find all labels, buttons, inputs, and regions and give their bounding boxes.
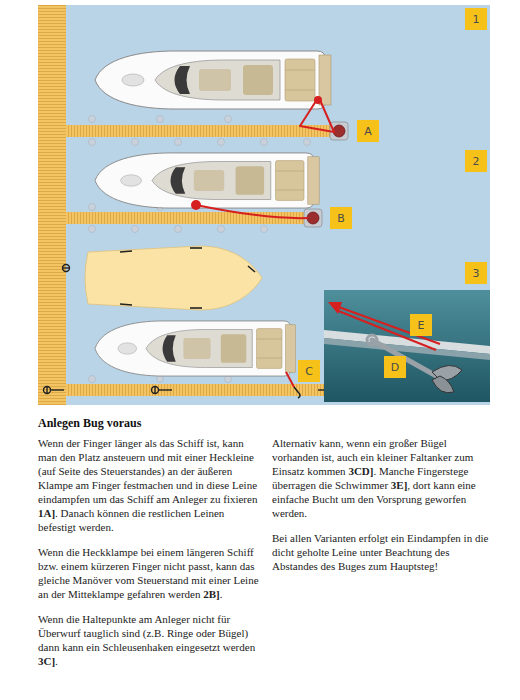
- main-dock: [38, 5, 66, 405]
- fender-marks: [120, 248, 255, 308]
- body-paragraph: Alternativ kann, wenn ein großer Bügel v…: [272, 436, 490, 520]
- motor-yacht: [95, 153, 319, 208]
- photo-inset: [324, 290, 490, 402]
- callout-letter: D: [391, 362, 399, 373]
- water: [38, 5, 490, 405]
- figure-reference: 1A]: [38, 507, 55, 519]
- text-column: Wenn der Finger länger als das Schiff is…: [38, 436, 260, 679]
- callout-letter: C: [305, 366, 313, 377]
- body-paragraph: Wenn die Haltepunkte am Anleger nicht fü…: [38, 612, 260, 668]
- callout-box: 3: [465, 262, 487, 284]
- motor-yacht: [95, 51, 331, 109]
- folding-anchor: [367, 335, 462, 393]
- body-paragraph: Wenn die Heckklampe bei einem längeren S…: [38, 545, 260, 601]
- cleat-pile: [333, 125, 345, 137]
- figure-reference: 2B]: [203, 588, 220, 600]
- callout-box: C: [298, 360, 320, 382]
- callout-box: 1: [465, 8, 487, 30]
- callout-box: D: [384, 356, 406, 378]
- callout-letter: 3: [473, 268, 480, 279]
- callout-letter: A: [364, 126, 372, 137]
- callout-letter: E: [418, 320, 425, 331]
- motor-yacht: [95, 321, 296, 376]
- text-column: Alternativ kann, wenn ein großer Bügel v…: [272, 436, 490, 584]
- callout-box: A: [357, 120, 379, 142]
- mooring-line: [196, 100, 334, 387]
- figure-reference: 3E]: [391, 479, 408, 491]
- figure-reference: 3CD]: [348, 465, 373, 477]
- callout-box: 2: [465, 150, 487, 172]
- bight-line: [336, 306, 440, 350]
- lock-hook: [294, 387, 300, 398]
- callout-letter: 2: [473, 156, 480, 167]
- body-paragraph: Bei allen Varianten erfolgt ein Eindampf…: [272, 531, 490, 573]
- body-paragraph: Wenn der Finger länger als das Schiff is…: [38, 436, 260, 534]
- callout-box: B: [330, 207, 352, 229]
- callout-letter: 1: [473, 14, 480, 25]
- node-layer: 1A 2B 3E D C: [0, 0, 520, 410]
- pile-symbol: [44, 265, 337, 395]
- cleat-pile: [307, 212, 319, 224]
- finger-dock: [66, 384, 348, 396]
- boat-silhouette: [85, 246, 262, 310]
- callout-box: E: [410, 314, 432, 336]
- figure-reference: 3C]: [38, 655, 55, 667]
- section-heading: Anlegen Bug voraus: [38, 416, 490, 431]
- callout-letter: B: [337, 213, 345, 224]
